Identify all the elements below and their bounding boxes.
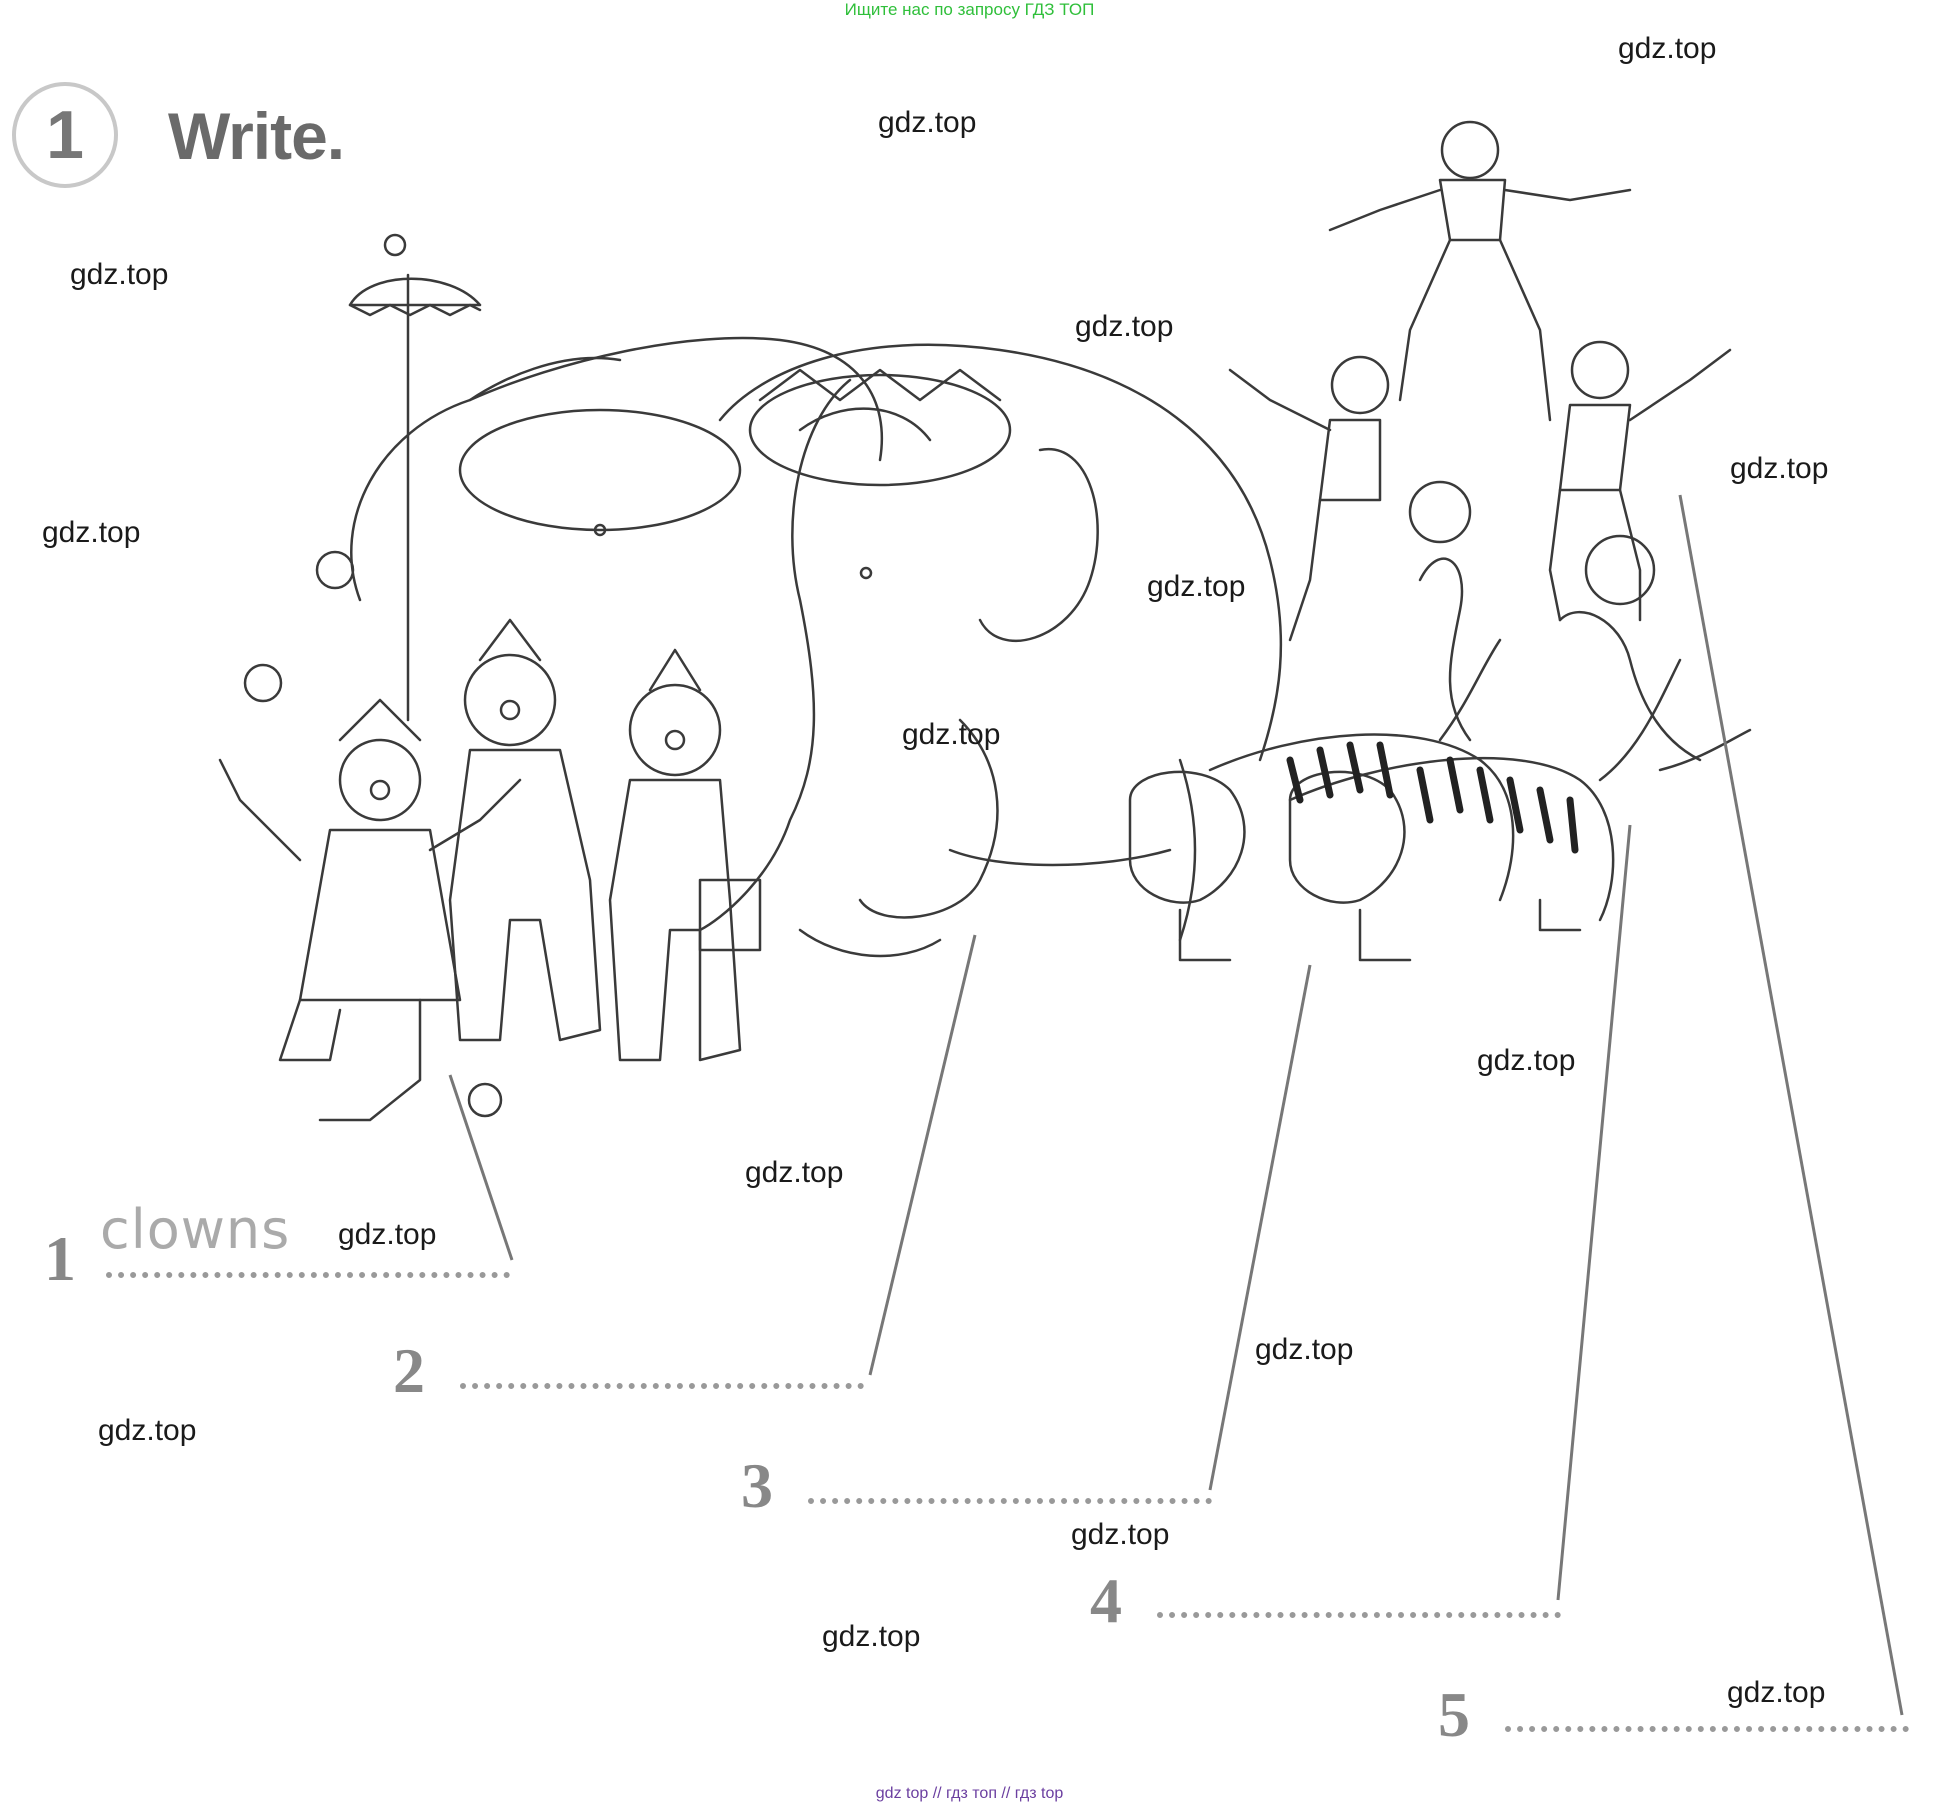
watermark: gdz.top [1255, 1333, 1354, 1366]
answer-line-1[interactable] [106, 1272, 510, 1278]
parasol-illustration [348, 233, 482, 722]
watermark: gdz.top [1075, 310, 1174, 343]
seals-illustration [1408, 480, 1752, 772]
item-number-3: 3 [741, 1450, 773, 1521]
watermark: gdz.top [1730, 452, 1829, 485]
answer-line-2[interactable] [460, 1383, 864, 1389]
item-number-4: 4 [1090, 1565, 1122, 1636]
watermark: gdz.top [338, 1218, 437, 1251]
watermark: gdz.top [70, 258, 169, 291]
watermark: gdz.top [878, 106, 977, 139]
watermark: gdz.top [822, 1620, 921, 1653]
watermark: gdz.top [98, 1414, 197, 1447]
answer-line-3[interactable] [808, 1498, 1212, 1504]
exercise-number: 1 [46, 97, 84, 173]
watermark: gdz.top [42, 516, 141, 549]
pointer-line-4 [1556, 824, 1632, 1601]
watermark: gdz.top [745, 1156, 844, 1189]
acrobats-illustration [1228, 120, 1732, 642]
answer-text-1: clowns [100, 1198, 291, 1261]
watermark: gdz.top [1727, 1676, 1826, 1709]
item-number-5: 5 [1438, 1679, 1470, 1750]
elephant-illustration [350, 336, 1283, 958]
answer-line-5[interactable] [1505, 1726, 1909, 1732]
exercise-instruction: Write. [168, 99, 345, 173]
item-number-2: 2 [393, 1335, 425, 1406]
watermark: gdz.top [1477, 1044, 1576, 1077]
pointer-line-3 [1208, 964, 1312, 1491]
answer-line-4[interactable] [1157, 1612, 1561, 1618]
watermark: gdz.top [902, 718, 1001, 751]
footer-links: gdz top // гдз топ // гдз top [875, 1785, 1064, 1802]
pointer-lines [448, 494, 1904, 1716]
item-number-1: 1 [44, 1223, 76, 1294]
pointer-line-2 [868, 934, 977, 1376]
watermark: gdz.top [1147, 570, 1246, 603]
pointer-line-5 [1678, 494, 1904, 1716]
watermark: gdz.top [1071, 1518, 1170, 1551]
exercise-number-circle [12, 82, 118, 188]
pointer-line-1 [448, 1074, 514, 1261]
clowns-illustration [218, 550, 762, 1122]
tigers-illustration [1128, 638, 1682, 962]
top-banner: Ищите нас по запросу ГДЗ ТОП [844, 0, 1095, 19]
tiger-stripes [1286, 741, 1579, 854]
watermark: gdz.top [1618, 32, 1717, 65]
